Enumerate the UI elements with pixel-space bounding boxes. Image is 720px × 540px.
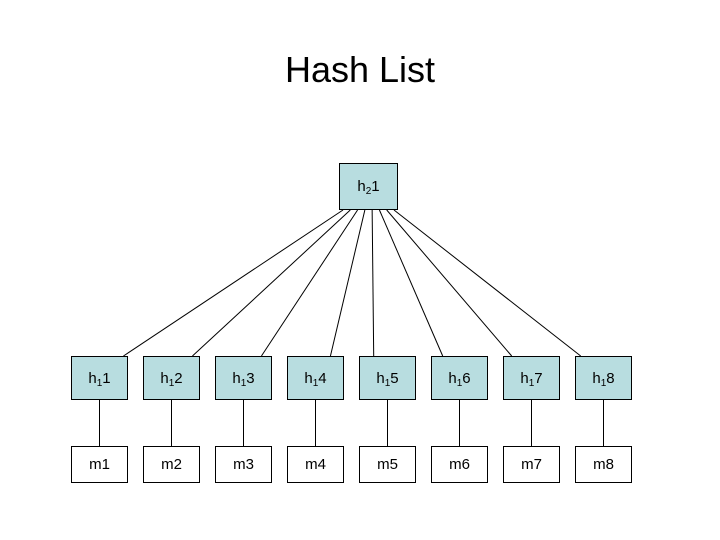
edge-root-to-hash-2	[192, 209, 351, 357]
node-label: m3	[233, 456, 254, 473]
node-label: m2	[161, 456, 182, 473]
message-node-2[interactable]: m2	[143, 446, 200, 483]
message-node-5[interactable]: m5	[359, 446, 416, 483]
node-label: h11	[88, 369, 111, 389]
edge-root-to-hash-5	[371, 209, 375, 357]
message-node-6[interactable]: m6	[431, 446, 488, 483]
node-label: h17	[520, 369, 543, 389]
node-label: h14	[304, 369, 327, 389]
root-to-hash-edges	[123, 209, 582, 357]
edge-root-to-hash-1	[123, 209, 344, 357]
edge-root-to-hash-7	[386, 209, 513, 357]
node-label: h15	[376, 369, 399, 389]
edge-root-to-hash-3	[261, 209, 358, 357]
node-label: m8	[593, 456, 614, 473]
message-node-4[interactable]: m4	[287, 446, 344, 483]
message-node-1[interactable]: m1	[71, 446, 128, 483]
node-label: h12	[160, 369, 183, 389]
node-label: m4	[305, 456, 326, 473]
hash-node-3[interactable]: h13	[215, 356, 272, 400]
edge-root-to-hash-6	[378, 209, 444, 357]
message-node-3[interactable]: m3	[215, 446, 272, 483]
hash-node-2[interactable]: h12	[143, 356, 200, 400]
hash-to-message-edges	[99, 400, 604, 446]
node-label: m1	[89, 456, 110, 473]
node-label: m5	[377, 456, 398, 473]
node-label: h16	[448, 369, 471, 389]
hash-node-4[interactable]: h14	[287, 356, 344, 400]
hash-node-6[interactable]: h16	[431, 356, 488, 400]
edge-root-to-hash-4	[329, 209, 366, 357]
hash-node-7[interactable]: h17	[503, 356, 560, 400]
node-label: m6	[449, 456, 470, 473]
page-title: Hash List	[284, 49, 436, 90]
hash-node-5[interactable]: h15	[359, 356, 416, 400]
node-label: h13	[232, 369, 255, 389]
message-node-8[interactable]: m8	[575, 446, 632, 483]
node-label: m7	[521, 456, 542, 473]
message-node-7[interactable]: m7	[503, 446, 560, 483]
hash-node-8[interactable]: h18	[575, 356, 632, 400]
node-label: h21	[357, 178, 380, 197]
node-label: h18	[592, 369, 615, 389]
root-hash-node[interactable]: h21	[339, 163, 398, 210]
edge-root-to-hash-8	[393, 209, 582, 357]
hash-node-1[interactable]: h11	[71, 356, 128, 400]
